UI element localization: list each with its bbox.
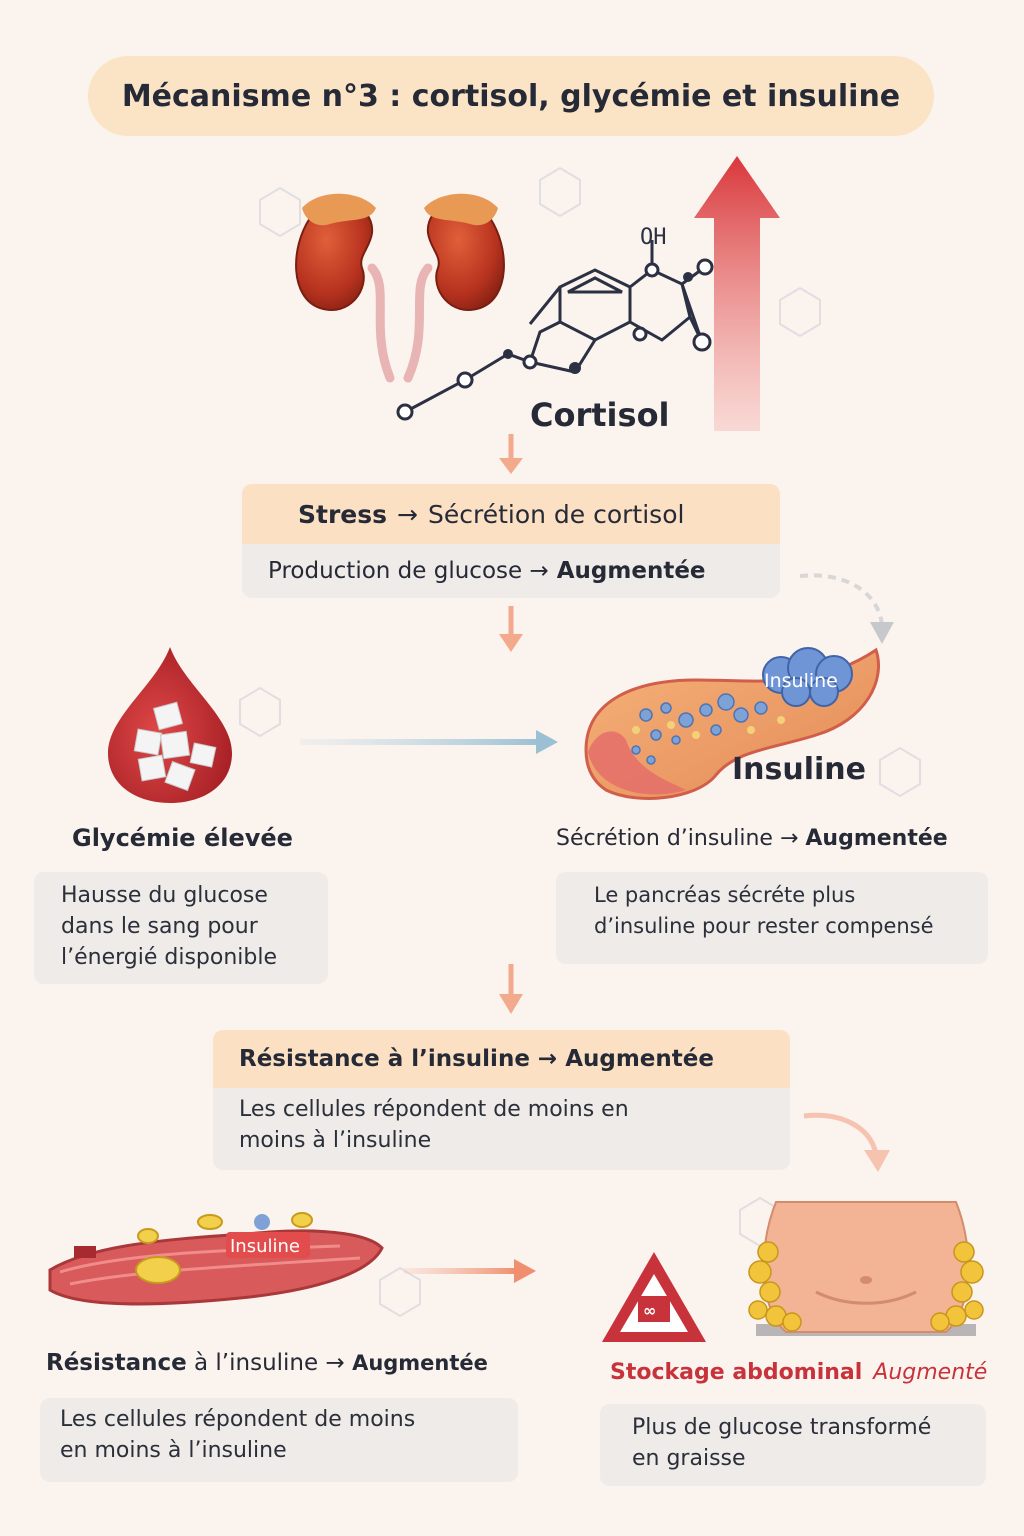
cortisol-secretion-label: Sécrétion de cortisol [427, 499, 685, 529]
flow-arrow-3 [499, 964, 523, 1014]
resistance-bottom-title: Résistance à l’insuline → Augmentée [46, 1350, 488, 1376]
insulin-receptor-badge: Insuline [230, 1236, 300, 1257]
flow-arrow-1 [499, 434, 523, 474]
glycemia-title: Glycémie élevée [72, 824, 293, 852]
resistance-bottom-description: Les cellules répondent de moins en moins… [40, 1398, 518, 1466]
increase-arrow-icon [694, 156, 780, 431]
resistance-bottom-label-bold: Résistance [46, 1350, 187, 1376]
resistance-bottom-card: Les cellules répondent de moins en moins… [40, 1398, 518, 1482]
abdomen-fat-illustration [748, 1201, 984, 1336]
flow-arrow-to-storage [404, 1259, 536, 1283]
kidneys-illustration [295, 193, 505, 383]
insulin-description: Le pancréas sécréte plus d’insuline pour… [556, 872, 988, 942]
title-banner: Mécanisme n°3 : cortisol, glycémie et in… [88, 56, 934, 136]
resistance-bottom-line-1: Les cellules répondent de moins [60, 1407, 416, 1432]
blood-drop-icon [108, 647, 232, 803]
storage-card: Plus de glucose transformé en graisse [600, 1404, 986, 1486]
glycemia-description: Hausse du glucose dans le sang pour l’én… [34, 872, 328, 973]
stress-card-body: Production de glucose → Augmentée [242, 544, 780, 598]
storage-line-2: en graisse [632, 1446, 746, 1471]
stress-label: Stress [298, 499, 388, 529]
resistance-bottom-value: Augmentée [352, 1351, 488, 1375]
warning-icon: ∞ [602, 1252, 706, 1342]
glycemia-line-2: dans le sang pour [61, 914, 258, 939]
glycemia-line-1: Hausse du glucose [61, 883, 268, 908]
resistance-card: Résistance à l’insuline → Augmentée Les … [213, 1030, 790, 1170]
page-title: Mécanisme n°3 : cortisol, glycémie et in… [121, 78, 901, 114]
insulin-secretion-value: Augmentée [805, 826, 948, 851]
stress-card: Stress → Sécrétion de cortisol Productio… [242, 484, 780, 598]
muscle-tissue-illustration: Insuline [48, 1212, 384, 1306]
resistance-line-1: Les cellules répondent de moins en [239, 1097, 629, 1122]
curved-arrow-to-pancreas [799, 573, 894, 644]
insulin-line-2: d’insuline pour rester compensé [594, 914, 934, 938]
pancreas-illustration: Insuline [584, 647, 880, 800]
flow-arrow-2 [499, 606, 523, 652]
storage-value: Augmenté [873, 1360, 988, 1385]
insulin-line-1: Le pancréas sécréte plus [594, 883, 856, 907]
stress-card-header: Stress → Sécrétion de cortisol [242, 484, 780, 544]
curved-arrow-to-belly [803, 1112, 890, 1172]
resistance-bottom-line-2: en moins à l’insuline [60, 1438, 287, 1463]
resistance-bottom-label: à l’insuline → [194, 1350, 345, 1376]
insulin-secretion-title: Sécrétion d’insuline → Augmentée [556, 826, 948, 851]
cortisol-label: Cortisol [530, 396, 670, 434]
stress-arrow: → [397, 499, 418, 529]
glycemia-card: Hausse du glucose dans le sang pour l’én… [34, 872, 328, 984]
insulin-secretion-label: Sécrétion d’insuline → [556, 826, 799, 851]
cortisol-molecule-icon: OH [396, 225, 714, 421]
molecule-oh-label: OH [640, 225, 667, 250]
storage-title: Stockage abdominal Augmenté [610, 1360, 987, 1385]
insulin-card: Le pancréas sécréte plus d’insuline pour… [556, 872, 988, 964]
warning-symbol: ∞ [643, 1301, 656, 1320]
glycemia-line-3: l’énergié disponible [61, 945, 278, 970]
insulin-badge: Insuline [764, 670, 838, 692]
glucose-production-value: Augmentée [556, 558, 706, 584]
glucose-production-label: Production de glucose → [268, 558, 549, 584]
resistance-line-2: moins à l’insuline [239, 1128, 432, 1153]
resistance-card-header: Résistance à l’insuline → Augmentée [213, 1030, 790, 1088]
resistance-card-body: Les cellules répondent de moins en moins… [213, 1088, 790, 1156]
storage-line-1: Plus de glucose transformé [632, 1415, 932, 1440]
flow-arrow-glucose-to-pancreas [300, 730, 558, 754]
storage-label: Stockage abdominal [610, 1360, 863, 1385]
insulin-label: Insuline [732, 752, 867, 787]
storage-description: Plus de glucose transformé en graisse [600, 1404, 986, 1474]
